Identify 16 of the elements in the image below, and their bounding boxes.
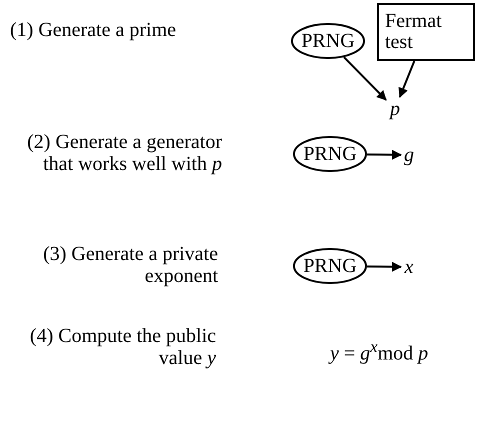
oval-node: PRNG	[291, 23, 365, 59]
step-text: (4) Compute the public value y	[28, 325, 216, 369]
arrow	[366, 150, 402, 160]
step-text: (3) Generate a private exponent	[42, 243, 218, 287]
variable-label: x	[401, 255, 417, 279]
step-text: (2) Generate a generator that works well with p	[26, 131, 222, 175]
step-text: (1) Generate a prime	[10, 19, 178, 41]
arrow	[398, 60, 416, 98]
arrow	[366, 262, 402, 272]
variable-label: p	[386, 97, 404, 121]
variable-label: g	[401, 143, 417, 167]
oval-node: PRNG	[293, 248, 367, 284]
process-box: Fermat test	[377, 3, 475, 61]
equation: y = g$^{x}$mod p	[330, 338, 430, 365]
arrow	[343, 56, 387, 101]
oval-node: PRNG	[293, 136, 367, 172]
